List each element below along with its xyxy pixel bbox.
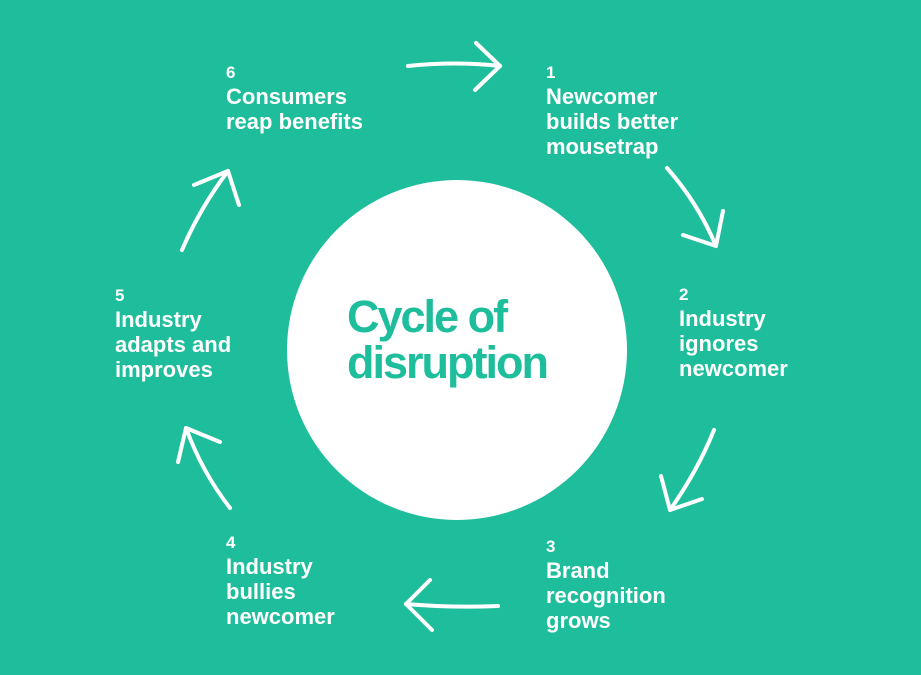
diagram-title: Cycle of disruption bbox=[347, 294, 607, 386]
step-4: 4 Industry bullies newcomer bbox=[226, 532, 335, 629]
arrow-3-to-4-icon bbox=[404, 578, 500, 632]
arrow-5-to-6-icon bbox=[180, 169, 241, 252]
step-3: 3 Brand recognition grows bbox=[546, 536, 666, 633]
step-label-line: recognition bbox=[546, 583, 666, 608]
step-number: 2 bbox=[679, 285, 689, 304]
step-label-line: reap benefits bbox=[226, 109, 363, 134]
step-label-line: builds better bbox=[546, 109, 679, 134]
step-2: 2 Industry ignores newcomer bbox=[679, 284, 788, 381]
title-line-2: disruption bbox=[347, 337, 549, 388]
step-5: 5 Industry adapts and improves bbox=[115, 285, 231, 382]
step-label-line: improves bbox=[115, 357, 213, 382]
arrow-1-to-2-icon bbox=[665, 166, 725, 248]
step-number: 6 bbox=[226, 63, 236, 82]
step-number: 3 bbox=[546, 537, 556, 556]
title-line-1: Cycle of bbox=[347, 291, 508, 342]
arrow-4-to-5-icon bbox=[176, 426, 232, 510]
step-label-line: ignores bbox=[679, 331, 759, 356]
step-number: 5 bbox=[115, 286, 125, 305]
step-label-line: Industry bbox=[226, 554, 313, 579]
step-6: 6 Consumers reap benefits bbox=[226, 62, 363, 134]
step-label-line: Newcomer bbox=[546, 84, 658, 109]
step-label-line: mousetrap bbox=[546, 134, 659, 159]
step-label-line: newcomer bbox=[679, 356, 788, 381]
arrow-6-to-1-icon bbox=[406, 41, 502, 92]
step-label-line: grows bbox=[546, 608, 611, 633]
step-1: 1 Newcomer builds better mousetrap bbox=[546, 62, 678, 159]
step-label-line: Brand bbox=[546, 558, 610, 583]
center-circle bbox=[287, 180, 627, 520]
step-label-line: Consumers bbox=[226, 84, 348, 109]
step-label-line: adapts and bbox=[115, 332, 232, 357]
step-label-line: newcomer bbox=[226, 604, 335, 629]
arrow-2-to-3-icon bbox=[659, 428, 716, 512]
step-label-line: Industry bbox=[679, 306, 766, 331]
step-label-line: bullies bbox=[226, 579, 296, 604]
step-number: 4 bbox=[226, 533, 236, 552]
step-label-line: Industry bbox=[115, 307, 202, 332]
step-number: 1 bbox=[546, 63, 556, 82]
